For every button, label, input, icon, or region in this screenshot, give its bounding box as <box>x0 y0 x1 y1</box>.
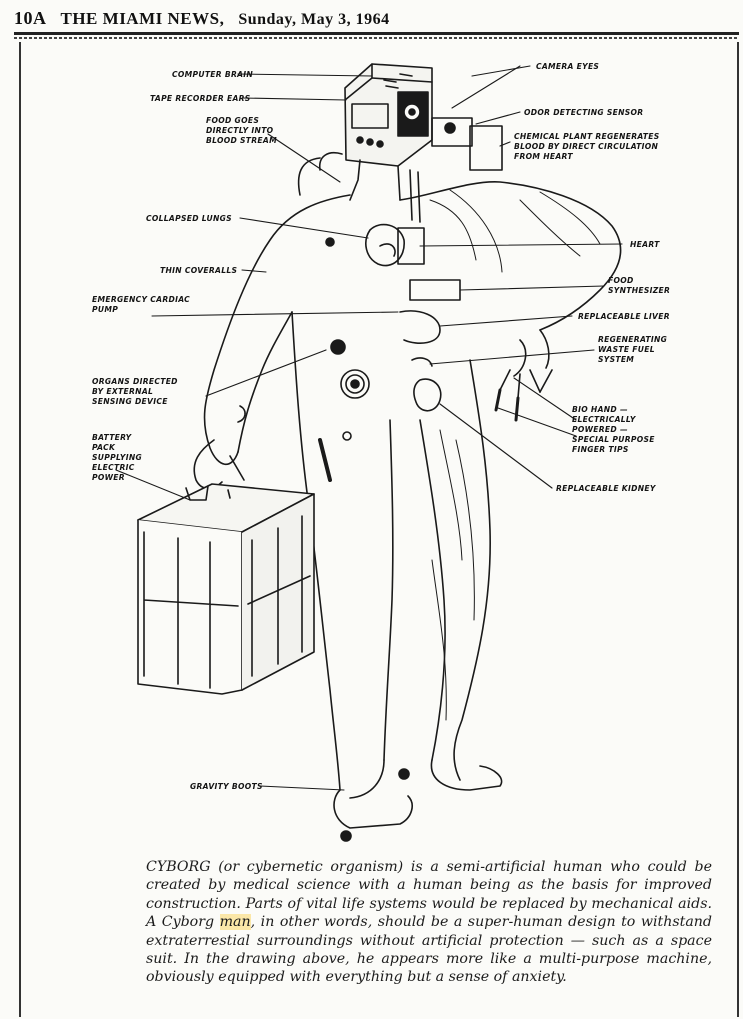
label-bio-hand-4: SPECIAL PURPOSE <box>572 435 655 444</box>
article-caption: CYBORG (or cybernetic organism) is a sem… <box>146 858 712 987</box>
caption-highlight: man <box>220 914 251 930</box>
label-odor-sensor: ODOR DETECTING SENSOR <box>524 108 643 117</box>
label-battery-3: SUPPLYING <box>92 453 142 462</box>
label-thin-coveralls: THIN COVERALLS <box>160 266 237 275</box>
label-cardiac-2: PUMP <box>92 305 118 314</box>
label-chemical-3: FROM HEART <box>514 152 573 161</box>
label-waste-3: SYSTEM <box>598 355 634 364</box>
label-bio-hand-5: FINGER TIPS <box>572 445 629 454</box>
label-gravity-boots: GRAVITY BOOTS <box>190 782 263 791</box>
label-chemical-1: CHEMICAL PLANT REGENERATES <box>514 132 660 141</box>
label-cardiac-1: EMERGENCY CARDIAC <box>92 295 190 304</box>
label-food-synth-2: SYNTHESIZER <box>608 286 670 295</box>
label-organs-2: BY EXTERNAL <box>92 387 153 396</box>
label-collapsed-lungs: COLLAPSED LUNGS <box>146 214 232 223</box>
battery-box <box>138 484 314 694</box>
label-tape-recorder-ears: TAPE RECORDER EARS <box>150 94 251 103</box>
label-battery-4: ELECTRIC <box>92 463 135 472</box>
label-battery-2: PACK <box>92 443 116 452</box>
label-battery-1: BATTERY <box>92 433 133 442</box>
label-heart: HEART <box>630 240 660 249</box>
label-waste-2: WASTE FUEL <box>598 345 655 354</box>
computer-brain-head <box>345 64 502 170</box>
label-food-goes-1: FOOD GOES <box>206 116 259 125</box>
label-chemical-2: BLOOD BY DIRECT CIRCULATION <box>514 142 659 151</box>
label-bio-hand-1: BIO HAND — <box>572 405 628 414</box>
label-food-synth-1: FOOD <box>608 276 634 285</box>
label-computer-brain: COMPUTER BRAIN <box>172 70 253 79</box>
label-organs-1: ORGANS DIRECTED <box>92 377 178 386</box>
label-food-goes-2: DIRECTLY INTO <box>206 126 274 135</box>
label-camera-eyes: CAMERA EYES <box>536 62 599 71</box>
label-replaceable-liver: REPLACEABLE LIVER <box>578 312 670 321</box>
label-organs-3: SENSING DEVICE <box>92 397 168 406</box>
label-battery-5: POWER <box>92 473 125 482</box>
label-food-goes-3: BLOOD STREAM <box>206 136 277 145</box>
label-replaceable-kidney: REPLACEABLE KIDNEY <box>556 484 657 493</box>
label-bio-hand-3: POWERED — <box>572 425 628 434</box>
label-waste-1: REGENERATING <box>598 335 667 344</box>
label-bio-hand-2: ELECTRICALLY <box>572 415 637 424</box>
